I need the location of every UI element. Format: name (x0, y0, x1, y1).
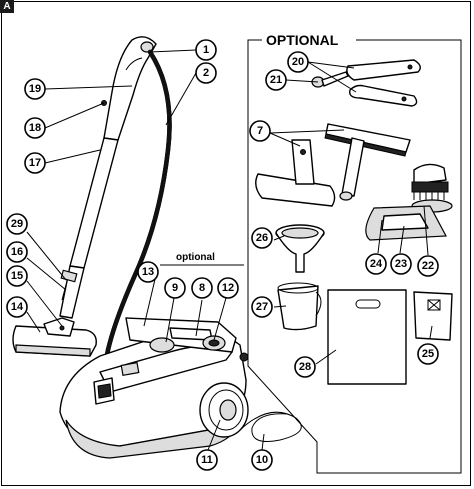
callout-19: 19 (24, 78, 46, 100)
callout-1: 1 (195, 39, 217, 61)
svg-text:21: 21 (270, 74, 282, 86)
svg-text:9: 9 (172, 282, 178, 294)
floor-tool (12, 317, 97, 357)
svg-text:1: 1 (203, 44, 209, 56)
callout-18: 18 (24, 117, 46, 139)
callout-27: 27 (251, 296, 273, 318)
optional-title: OPTIONAL (266, 32, 339, 48)
svg-text:25: 25 (422, 348, 434, 360)
svg-text:8: 8 (199, 282, 205, 294)
callout-29: 29 (6, 213, 28, 235)
callout-14: 14 (6, 296, 28, 318)
svg-text:2: 2 (203, 67, 209, 79)
svg-text:27: 27 (256, 301, 268, 313)
cleaner-body (59, 317, 302, 459)
callout-8: 8 (191, 277, 213, 299)
handle-and-wand (59, 36, 157, 319)
svg-text:20: 20 (292, 56, 304, 68)
svg-text:13: 13 (142, 266, 154, 278)
callout-26: 26 (251, 227, 273, 249)
window-squeegee (324, 123, 411, 201)
leader-lines (26, 49, 433, 451)
svg-text:12: 12 (222, 282, 234, 294)
callout-12: 12 (217, 277, 239, 299)
callout-21: 21 (265, 69, 287, 91)
small-nozzle (311, 71, 349, 88)
bag (327, 289, 407, 385)
callout-16: 16 (6, 241, 28, 263)
floor-nozzle-optional (255, 139, 336, 207)
power-cord (239, 411, 302, 442)
svg-text:19: 19 (29, 83, 41, 95)
svg-text:18: 18 (29, 122, 41, 134)
svg-text:23: 23 (395, 258, 407, 270)
callout-15: 15 (6, 265, 28, 287)
brush-pads (346, 59, 421, 107)
callout-10: 10 (251, 449, 273, 471)
panel-letter: A (0, 0, 14, 13)
optional-enclosure (247, 39, 462, 474)
callout-9: 9 (164, 277, 186, 299)
svg-text:24: 24 (370, 258, 383, 270)
callout-25: 25 (417, 343, 439, 365)
svg-text:10: 10 (256, 454, 268, 466)
svg-text:14: 14 (11, 301, 24, 313)
callout-23: 23 (390, 253, 412, 275)
callout-22: 22 (417, 255, 439, 277)
callout-11: 11 (196, 449, 218, 471)
callout-13: 13 (137, 261, 159, 283)
svg-text:29: 29 (11, 218, 23, 230)
svg-text:11: 11 (201, 454, 213, 466)
callout-24: 24 (365, 253, 387, 275)
callout-7: 7 (249, 120, 271, 142)
svg-text:16: 16 (11, 246, 23, 258)
funnel (275, 224, 325, 273)
measuring-cup (277, 282, 322, 331)
callout-17: 17 (24, 152, 46, 174)
svg-text:22: 22 (422, 260, 434, 272)
svg-text:7: 7 (257, 125, 263, 137)
round-brush (411, 163, 453, 213)
svg-text:15: 15 (11, 270, 23, 282)
optional-small-label: optional (176, 252, 215, 263)
svg-text:17: 17 (29, 157, 41, 169)
cleaning-cloth (413, 291, 453, 341)
callout-2: 2 (195, 62, 217, 84)
svg-text:28: 28 (299, 361, 311, 373)
callout-20: 20 (287, 51, 309, 73)
svg-text:26: 26 (256, 232, 268, 244)
callout-28: 28 (294, 356, 316, 378)
